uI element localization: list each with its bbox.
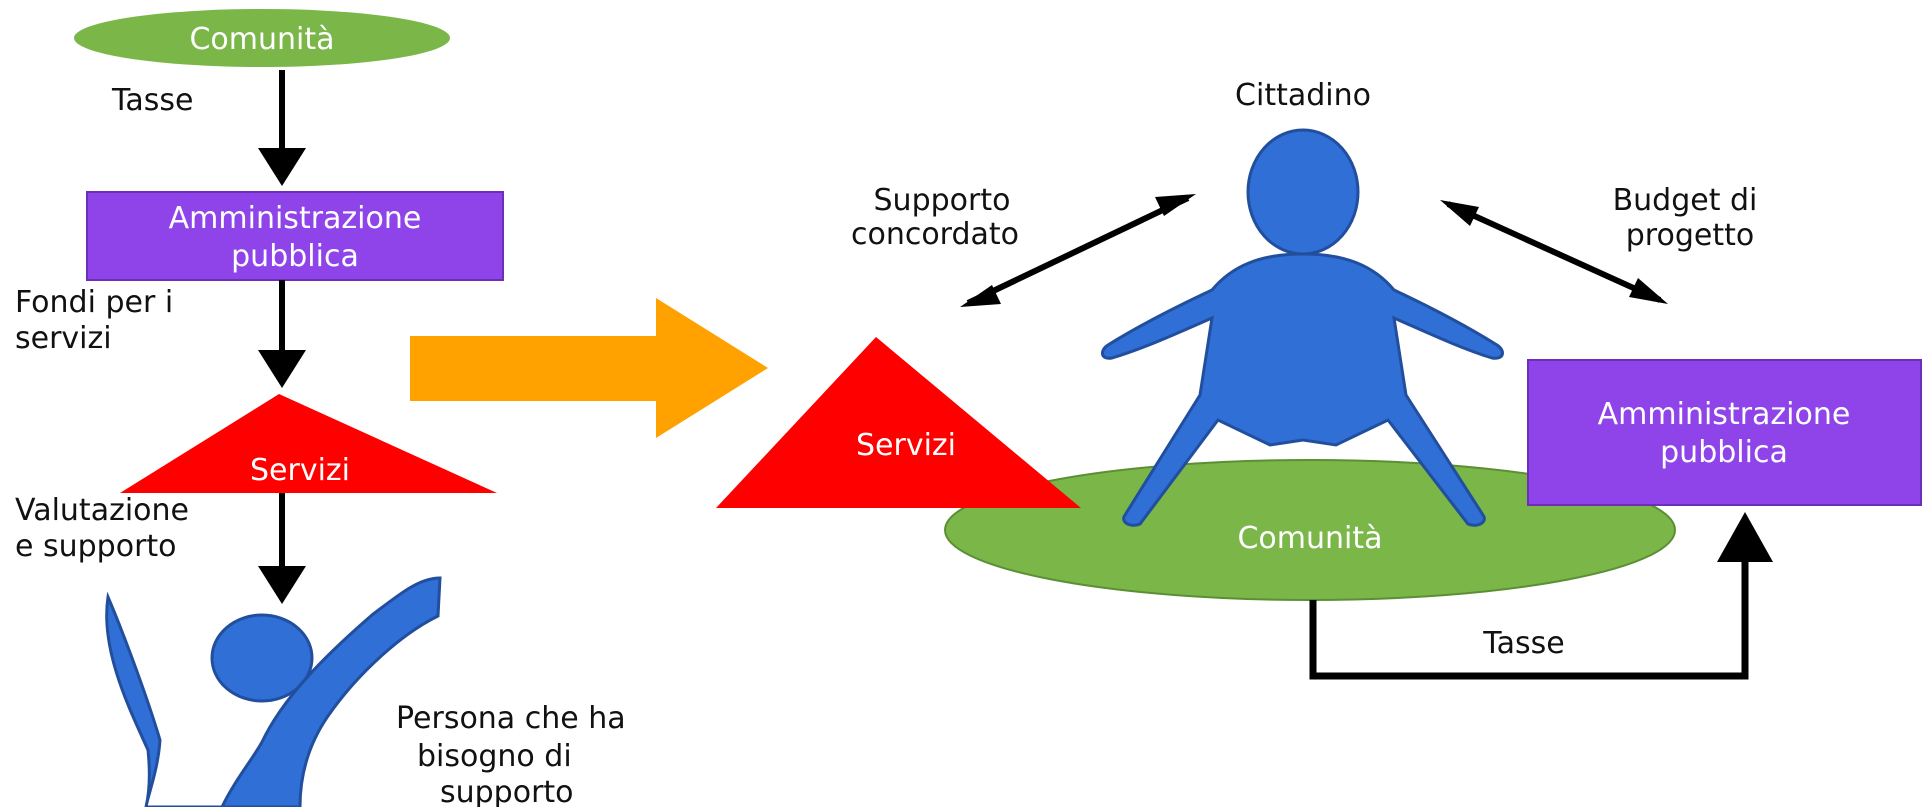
agreed-support-label-line2: concordato: [851, 217, 1019, 252]
left-admin-label-line1: Amministrazione: [169, 201, 422, 236]
transition-arrow: [410, 298, 768, 438]
project-budget-label-line2: progetto: [1626, 218, 1754, 253]
right-taxes-arrow-head: [1717, 512, 1773, 562]
left-assessment-label-line1: Valutazione: [15, 493, 189, 528]
person-label-line2: bisogno di: [417, 739, 572, 774]
citizen-icon: [1101, 128, 1504, 527]
project-budget-arrow-head-right: [1629, 278, 1668, 304]
left-funds-label-line2: servizi: [15, 321, 112, 356]
left-admin-box: [86, 191, 504, 281]
person-in-need-icon: [105, 576, 442, 807]
project-budget-label-line1: Budget di: [1613, 183, 1758, 218]
left-admin-label-line2: pubblica: [231, 239, 359, 274]
left-arrow-assessment-head: [258, 566, 306, 604]
project-budget-arrow-head-left: [1440, 200, 1479, 226]
agreed-support-label-line1: Supporto: [874, 183, 1011, 218]
citizen-label: Cittadino: [1235, 78, 1371, 113]
project-budget-arrow: [1446, 201, 1662, 303]
agreed-support-arrow: [966, 195, 1190, 306]
right-admin-box: [1527, 359, 1922, 506]
right-services-triangle: [716, 337, 1081, 508]
left-services-label: Servizi: [250, 453, 350, 488]
right-taxes-label: Tasse: [1482, 626, 1564, 661]
left-arrow-taxes-head: [258, 148, 306, 186]
right-admin-label-line1: Amministrazione: [1598, 397, 1851, 432]
left-arrow-funds-head: [258, 350, 306, 388]
right-services-label: Servizi: [856, 428, 956, 463]
left-assessment-label-line2: e supporto: [15, 529, 177, 564]
right-model: Comunità Servizi Cittadino Supporto conc…: [716, 78, 1922, 680]
left-community-ellipse: [74, 9, 450, 67]
left-services-triangle: [120, 394, 497, 493]
right-community-label: Comunità: [1237, 521, 1382, 556]
right-taxes-loop: [1309, 560, 1749, 680]
left-community-label: Comunità: [189, 22, 334, 57]
right-admin-label-line2: pubblica: [1660, 435, 1788, 470]
person-label-line1: Persona che ha: [396, 701, 626, 736]
person-label-line3: supporto: [440, 775, 574, 807]
left-flow: Comunità Tasse Amministrazione pubblica …: [15, 9, 626, 807]
left-funds-label-line1: Fondi per i: [15, 285, 173, 320]
left-taxes-label: Tasse: [111, 83, 193, 118]
agreed-support-arrow-head-right: [1155, 194, 1196, 216]
agreed-support-arrow-head-left: [960, 285, 1001, 307]
